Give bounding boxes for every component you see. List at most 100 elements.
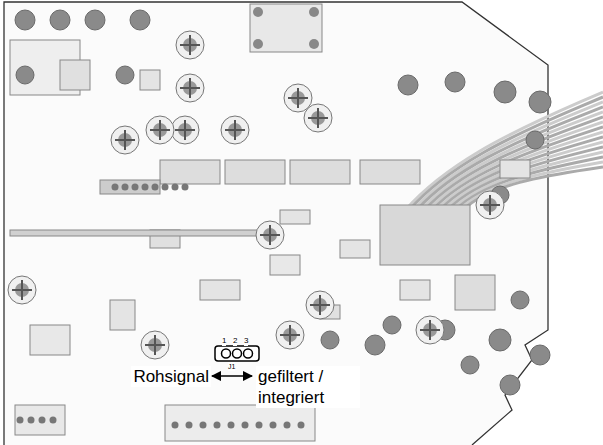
capacitor-mark [310,295,330,315]
connector-header [100,180,160,194]
capacitor [141,331,169,359]
capacitor-mark [115,130,135,150]
jumper-frame [215,346,259,361]
capacitor-body [141,331,169,359]
capacitor-mark [175,120,195,140]
component [280,210,310,224]
component [270,255,300,275]
component [140,70,160,90]
capacitor [176,31,204,59]
capacitor-body [221,116,249,144]
capacitor [416,316,444,344]
capacitor-mark [12,280,32,300]
mounting-hole [130,10,150,30]
pin [152,184,159,191]
mounting-hole [445,72,465,92]
pin [39,417,46,424]
component [455,275,495,310]
relay-pads [253,7,319,49]
board-outline [4,2,548,445]
capacitor [146,116,174,144]
capacitor-body [276,321,304,349]
pad [309,39,319,49]
mounting-hole [526,131,544,149]
pin [182,184,189,191]
pin [122,184,129,191]
trace [10,230,260,236]
component [60,60,90,90]
capacitor [306,291,334,319]
capacitor-mark [225,120,245,140]
mounting-hole [50,10,70,30]
jumper-pin [222,349,231,358]
mounting-hole [116,66,134,84]
capacitor-body [476,191,504,219]
pin [256,422,263,429]
double-arrow [212,375,252,377]
capacitor [176,74,204,102]
capacitor-mark [280,325,300,345]
capacitor-mark [308,108,328,128]
capacitor [304,104,332,132]
pin-number: 3 [244,336,248,346]
mounting-hole [494,81,516,103]
pin [132,184,139,191]
pin-number: 2 [233,336,237,346]
pin-header [165,405,315,441]
component [15,405,65,435]
component [30,325,70,355]
pin [28,417,35,424]
pin [270,422,277,429]
mounting-hole [461,356,479,374]
pin [172,422,179,429]
mounting-hole [16,66,34,84]
mounting-hole [489,329,511,351]
capacitor [256,221,284,249]
capacitor [171,116,199,144]
capacitor-mark [180,35,200,55]
jumper-pin [244,349,253,358]
capacitor-body [176,74,204,102]
pin [172,184,179,191]
pin [142,184,149,191]
terminal-block [290,160,350,184]
relay [250,4,322,52]
parts [10,4,530,441]
capacitor-body [256,221,284,249]
mounting-hole [511,291,529,309]
capacitor-mark [288,88,308,108]
capacitor-body [111,126,139,154]
terminal-block [360,160,420,184]
mounting-hole [85,10,105,30]
pin [228,422,235,429]
mounting-hole [365,335,385,355]
signal-label: Rohsignal [131,366,211,387]
pin [186,422,193,429]
capacitor-body [176,31,204,59]
pin [284,422,291,429]
pin [298,422,305,429]
capacitor-body [146,116,174,144]
pad [253,39,263,49]
capacitor-mark [150,120,170,140]
pin [214,422,221,429]
capacitor [111,126,139,154]
mounting-hole [500,375,520,395]
capacitors [8,31,504,359]
jumper-pin [233,349,242,358]
pin [17,417,24,424]
mounting-hole [321,331,339,349]
mounting-holes [15,10,551,395]
pin [50,417,57,424]
pin [200,422,207,429]
pin [242,422,249,429]
component [340,240,370,258]
capacitor-mark [145,335,165,355]
pin [162,184,169,191]
pad [309,7,319,17]
part-label: J1 [228,362,235,371]
pad [253,7,263,17]
capacitor [8,276,36,304]
capacitor-body [306,291,334,319]
